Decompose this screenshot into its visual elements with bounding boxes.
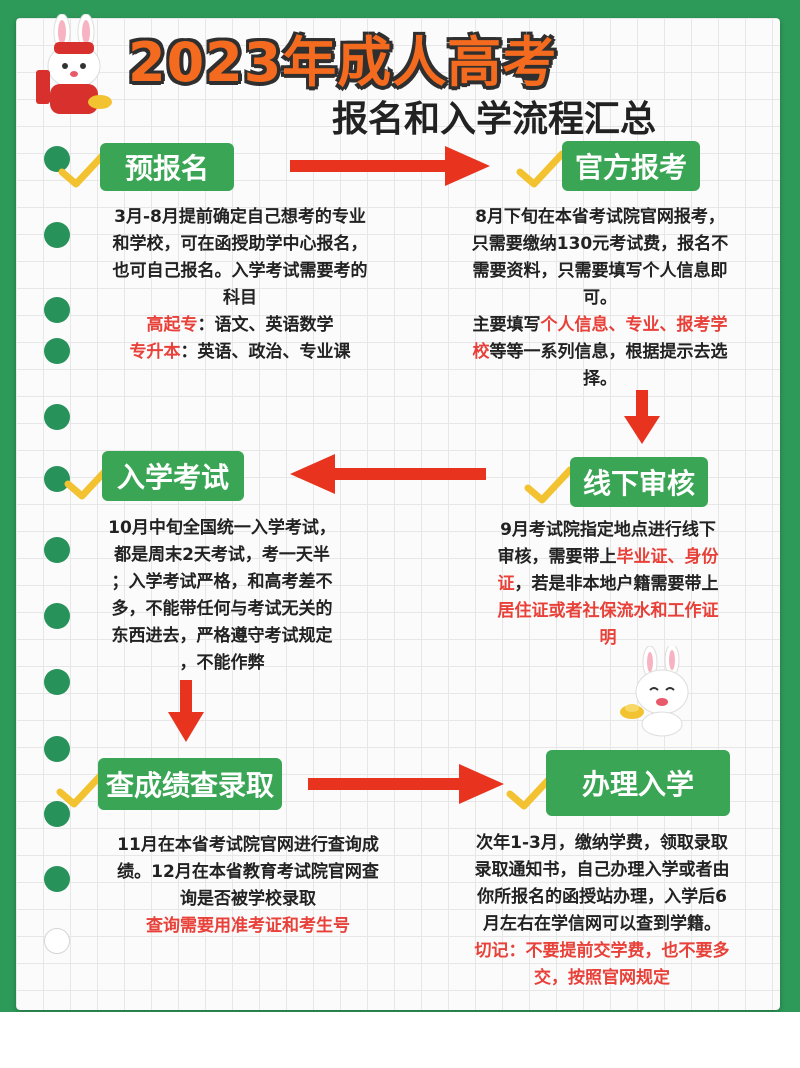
binder-hole bbox=[44, 338, 70, 364]
page-title: 2023年成人高考 bbox=[128, 31, 558, 94]
step-desc-check-results: 11月在本省考试院官网进行查询成 绩。12月在本省教育考试院官网查 询是否被学校… bbox=[117, 835, 379, 936]
binder-hole bbox=[44, 404, 70, 430]
binder-hole bbox=[44, 736, 70, 762]
checkmark-icon bbox=[516, 150, 566, 188]
checkmark-icon bbox=[524, 466, 574, 504]
checkmark-icon bbox=[506, 772, 556, 810]
binder-hole bbox=[44, 466, 70, 492]
page-subtitle: 报名和入学流程汇总 bbox=[332, 99, 657, 140]
arrow-down-icon bbox=[624, 390, 660, 444]
checkmark-icon bbox=[56, 770, 106, 808]
step-desc-official-registration: 8月下旬在本省考试院官网报考， 只需要缴纳130元考试费，报名不 需要资料，只需… bbox=[471, 207, 729, 389]
binder-hole bbox=[44, 297, 70, 323]
step-label-official-registration: 官方报考 bbox=[562, 141, 700, 191]
arrow-down-icon bbox=[168, 680, 204, 742]
step-desc-offline-review: 9月考试院指定地点进行线下 审核，需要带上毕业证、身份 证，若是非本地户籍需要带… bbox=[497, 520, 719, 648]
step-label-enrollment: 办理入学 bbox=[546, 750, 730, 816]
checkmark-icon bbox=[64, 462, 114, 500]
arrow-right-icon bbox=[290, 146, 490, 186]
bottom-margin bbox=[0, 1012, 800, 1068]
binder-hole bbox=[44, 928, 70, 954]
step-label-offline-review: 线下审核 bbox=[570, 457, 708, 507]
subject-item: 高起专：语文、英语数学 bbox=[146, 315, 334, 335]
step-label-pre-registration: 预报名 bbox=[100, 143, 234, 191]
rabbit-mascot-icon bbox=[620, 646, 689, 737]
binder-hole bbox=[44, 222, 70, 248]
binder-hole bbox=[44, 669, 70, 695]
step-desc-pre-registration: 3月-8月提前确定自己想考的专业 和学校，可在函授助学中心报名， 也可自己报名。… bbox=[64, 204, 416, 366]
step-label-entrance-exam: 入学考试 bbox=[102, 451, 244, 501]
checkmark-icon bbox=[58, 150, 108, 188]
arrow-right-icon bbox=[308, 764, 504, 804]
binder-hole bbox=[44, 866, 70, 892]
arrow-left-icon bbox=[290, 454, 486, 494]
step-label-check-results: 查成绩查录取 bbox=[98, 758, 282, 810]
step-desc-entrance-exam: 10月中旬全国统一入学考试， 都是周末2天考试，考一天半 ；入学考试严格，和高考… bbox=[108, 518, 336, 673]
step-desc-enrollment: 次年1-3月，缴纳学费，领取录取 录取通知书，自己办理入学或者由 你所报名的函授… bbox=[474, 833, 730, 988]
rabbit-mascot-icon bbox=[36, 14, 112, 114]
binder-hole bbox=[44, 801, 70, 827]
subject-item: 专升本：英语、政治、专业课 bbox=[129, 342, 351, 362]
binder-hole bbox=[44, 146, 70, 172]
binder-hole bbox=[44, 603, 70, 629]
binder-hole bbox=[44, 537, 70, 563]
